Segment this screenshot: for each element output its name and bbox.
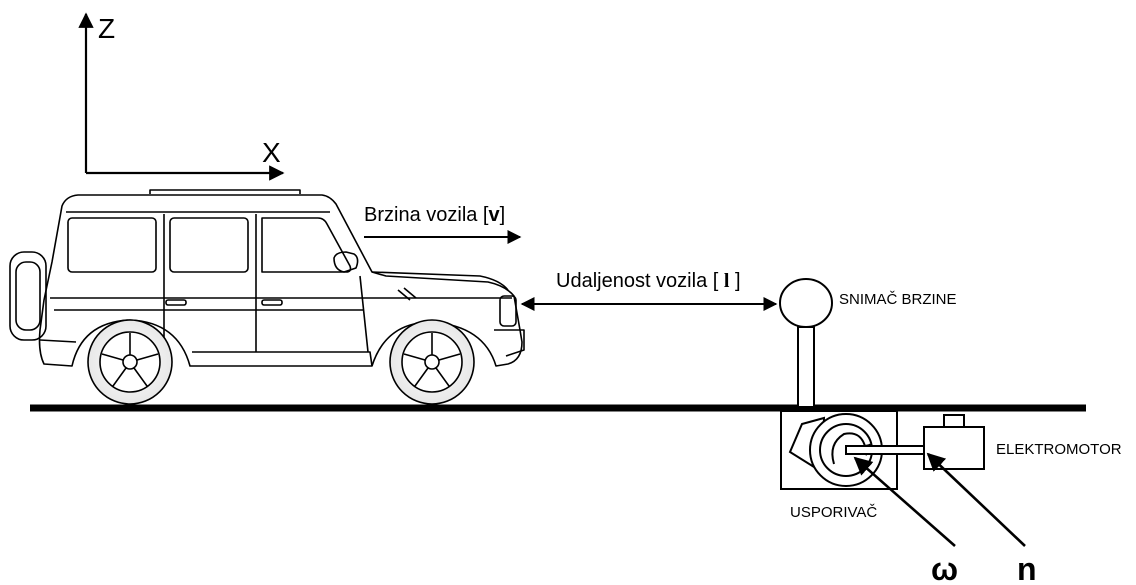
omega-pointer bbox=[853, 456, 956, 547]
motor-body bbox=[923, 426, 985, 470]
speed-sensor-head bbox=[779, 278, 833, 328]
symbol-callouts: ω n bbox=[853, 452, 1037, 585]
x-axis-label: X bbox=[262, 137, 281, 168]
n-pointer bbox=[926, 452, 1026, 547]
vehicle-distance-indicator: Udaljenost vozila [ l ] bbox=[520, 270, 778, 311]
omega-symbol: ω bbox=[931, 551, 958, 585]
speed-sensor-label: SNIMAČ BRZINE bbox=[839, 291, 957, 308]
vehicle-drawing bbox=[9, 189, 525, 367]
vehicle-speed-label: Brzina vozila [v] bbox=[364, 204, 505, 226]
electric-motor: ELEKTROMOTOR bbox=[845, 414, 1122, 470]
n-symbol: n bbox=[1017, 551, 1037, 585]
drive-shaft bbox=[845, 445, 927, 455]
vehicle-wheels bbox=[87, 319, 475, 405]
rear-wheel bbox=[87, 319, 173, 405]
z-axis-label: Z bbox=[98, 13, 115, 44]
coordinate-axes: Z X bbox=[78, 12, 285, 181]
retarder-label: USPORIVAČ bbox=[790, 504, 877, 521]
rotation-arrow bbox=[831, 432, 867, 465]
electric-motor-label: ELEKTROMOTOR bbox=[996, 441, 1122, 458]
speed-sensor: SNIMAČ BRZINE bbox=[779, 278, 957, 408]
motor-terminal bbox=[943, 414, 965, 428]
vehicle-speed-indicator: Brzina vozila [v] bbox=[364, 204, 522, 244]
vehicle-distance-label: Udaljenost vozila [ l ] bbox=[556, 270, 741, 292]
front-wheel bbox=[389, 319, 475, 405]
speed-sensor-post bbox=[797, 326, 815, 408]
retarder: USPORIVAČ bbox=[780, 410, 898, 521]
